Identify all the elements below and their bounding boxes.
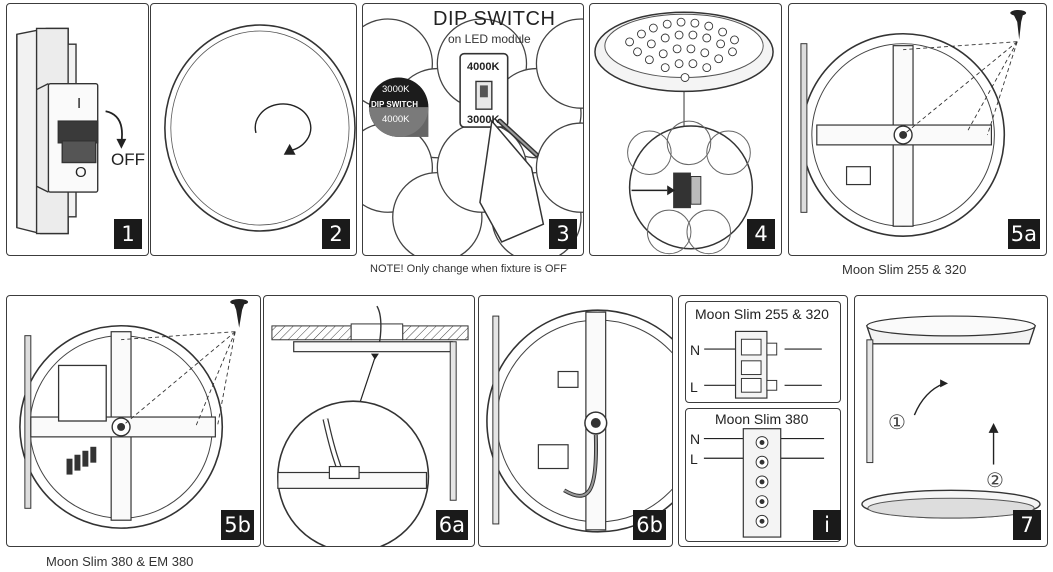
step-i-panel: Moon Slim 255 & 320 N L Moon Slim 380 N …	[678, 295, 848, 547]
step-7-panel: ① ② 7	[854, 295, 1048, 547]
side-bracket	[800, 43, 808, 213]
fixture-twist-illustration	[164, 24, 356, 232]
terminal-block	[537, 444, 569, 470]
neutral-label: N	[690, 431, 701, 447]
dip-switch-title: DIP SWITCH	[433, 8, 556, 30]
dip-switch-subtitle: on LED module	[448, 32, 531, 46]
terminal-strip	[66, 446, 97, 475]
step-badge: 1	[114, 219, 142, 249]
rotate-arrow	[254, 103, 312, 152]
step-badge: 6a	[435, 510, 468, 540]
step-badge: 7	[1013, 510, 1041, 540]
step-4-panel: 4	[589, 3, 782, 256]
step-badge: 6b	[633, 510, 666, 540]
circuit-breaker-illustration	[16, 27, 127, 235]
switch-label-4000k: 4000K	[467, 61, 500, 73]
step-1-panel: I O OFF 1	[6, 3, 149, 256]
mounting-plate	[293, 341, 453, 353]
diffuser-mount-illustration	[861, 315, 1041, 519]
hand-illustration	[479, 119, 545, 243]
wiring-diagram-top: Moon Slim 255 & 320 N L	[685, 301, 841, 403]
screw-icon	[233, 301, 246, 328]
step-6a-panel: 6a	[263, 295, 475, 547]
connection-6b-illustration	[486, 309, 672, 533]
step-3-panel: DIP SWITCH on LED module 3000K DIP SWITC…	[362, 3, 584, 256]
dip-switch-part	[673, 172, 691, 209]
switch-on-label: I	[77, 95, 82, 112]
step-badge: 3	[549, 219, 577, 249]
step-2-panel: 2	[150, 3, 357, 256]
circle-label-3000k: 3000K	[382, 84, 410, 95]
circle-label-dip: DIP SWITCH	[371, 100, 418, 109]
mounting-plate-5b-illustration	[19, 298, 249, 529]
ceiling-left	[271, 325, 352, 341]
rotate-arrow	[105, 110, 123, 143]
mounting-plate-5a-illustration	[800, 9, 1027, 237]
models-5a-caption: Moon Slim 255 & 320	[842, 262, 967, 277]
model-label-380: Moon Slim 380	[715, 411, 809, 427]
note-caption: NOTE! Only change when fixture is OFF	[370, 263, 567, 275]
off-label: OFF	[111, 150, 145, 169]
step-one-marker: ①	[888, 412, 906, 434]
step-badge: i	[813, 510, 841, 540]
step-badge: 5b	[221, 510, 254, 540]
model-label-255-320: Moon Slim 255 & 320	[695, 306, 829, 322]
step-badge: 5a	[1007, 219, 1040, 249]
step-5a-panel: 5a	[788, 3, 1047, 256]
led-dots	[625, 17, 739, 82]
ceiling-wiring-illustration	[271, 305, 469, 546]
terminal-diagram-380	[703, 428, 825, 538]
step-6b-panel: 6b	[478, 295, 673, 547]
terminal-diagram-255-320	[704, 330, 822, 399]
arrow-one	[913, 382, 945, 416]
step-badge: 2	[322, 219, 350, 249]
emergency-module	[57, 364, 107, 422]
neutral-label: N	[690, 342, 701, 358]
terminal-block	[845, 166, 871, 186]
dip-switch-illustration	[363, 18, 583, 255]
live-label: L	[690, 451, 698, 467]
ceiling-right	[402, 325, 469, 341]
step-5b-panel: 5b	[6, 295, 261, 547]
switch-label-3000k: 3000K	[467, 114, 500, 126]
screw-icon	[1013, 13, 1024, 40]
switch-off-label: O	[75, 164, 87, 181]
live-label: L	[690, 379, 698, 395]
models-5b-caption: Moon Slim 380 & EM 380	[46, 554, 194, 569]
led-module-illustration	[594, 11, 774, 255]
step-two-marker: ②	[986, 470, 1004, 492]
side-bracket	[24, 335, 32, 509]
circle-label-4000k: 4000K	[382, 114, 410, 125]
step-badge: 4	[747, 219, 775, 249]
